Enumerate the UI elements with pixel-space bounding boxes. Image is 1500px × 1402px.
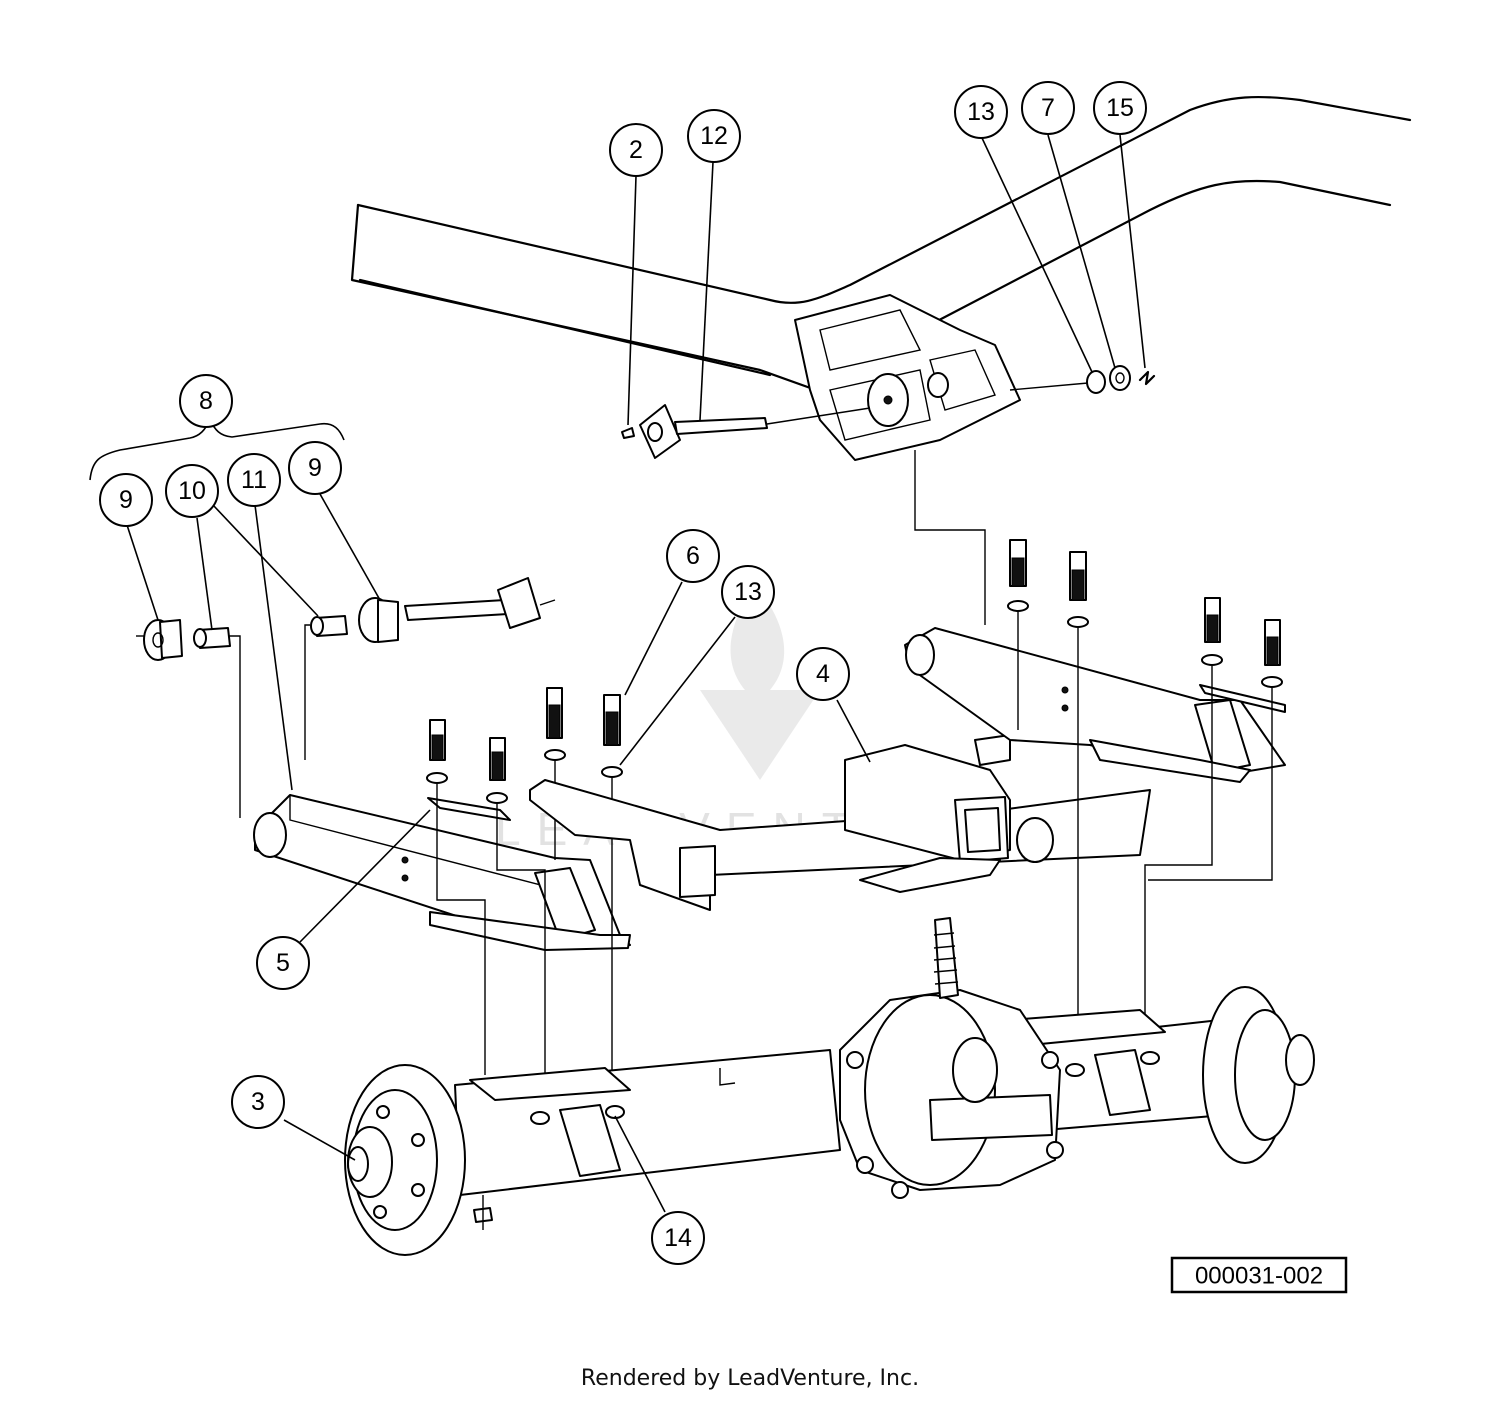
drawing-code-text: 000031-002 [1195,1263,1323,1290]
washer-nut-clip-top [1009,365,1156,394]
callout-15[interactable]: 15 [1093,81,1147,135]
bolts-right [1007,539,1283,1050]
callout-14[interactable]: 14 [651,1211,705,1265]
callout-8-label: 8 [199,387,213,415]
callout-6-label: 6 [686,542,700,570]
callout-7[interactable]: 7 [1021,81,1075,135]
right-trailing-arm [904,627,1286,783]
callout-6[interactable]: 6 [666,529,720,583]
rear-axle-assembly [344,917,1315,1256]
callout-3-label: 3 [251,1088,265,1116]
drawing-code-box: 000031-002 [1170,1256,1348,1294]
render-credit: Rendered by LeadVenture, Inc. [580,1366,920,1391]
callout-12-label: 12 [700,122,728,150]
callout-11-label: 11 [241,466,267,494]
callout-7-label: 7 [1041,94,1055,122]
callout-11[interactable]: 11 [227,453,281,507]
callout-15-label: 15 [1106,94,1134,122]
callout-2[interactable]: 2 [609,123,663,177]
callout-5[interactable]: 5 [256,936,310,990]
callout-13-mid-label: 13 [734,578,762,606]
callout-14-label: 14 [664,1224,692,1252]
callout-9-right-label: 9 [308,454,322,482]
callout-9-left-label: 9 [119,486,133,514]
callout-13-top[interactable]: 13 [954,85,1008,139]
left-trailing-arm [253,794,631,951]
leader-lines [126,134,1146,1213]
bushing-kit [89,418,556,818]
callout-12[interactable]: 12 [687,109,741,163]
callout-13-top-label: 13 [967,98,995,126]
callout-4[interactable]: 4 [796,647,850,701]
callout-10[interactable]: 10 [165,464,219,518]
callout-8[interactable]: 8 [179,374,233,428]
pivot-bolt-assembly-top [621,404,871,459]
callout-9-left[interactable]: 9 [99,473,153,527]
callout-5-label: 5 [276,949,290,977]
callout-3[interactable]: 3 [231,1075,285,1129]
callout-13-mid[interactable]: 13 [721,565,775,619]
callout-4-label: 4 [816,660,830,688]
callout-9-right[interactable]: 9 [288,441,342,495]
vehicle-frame [350,95,1412,461]
leadventure-logo-icon [700,585,820,780]
callout-10-label: 10 [178,477,206,505]
hitch-receiver [529,734,1151,911]
callout-2-label: 2 [629,136,643,164]
